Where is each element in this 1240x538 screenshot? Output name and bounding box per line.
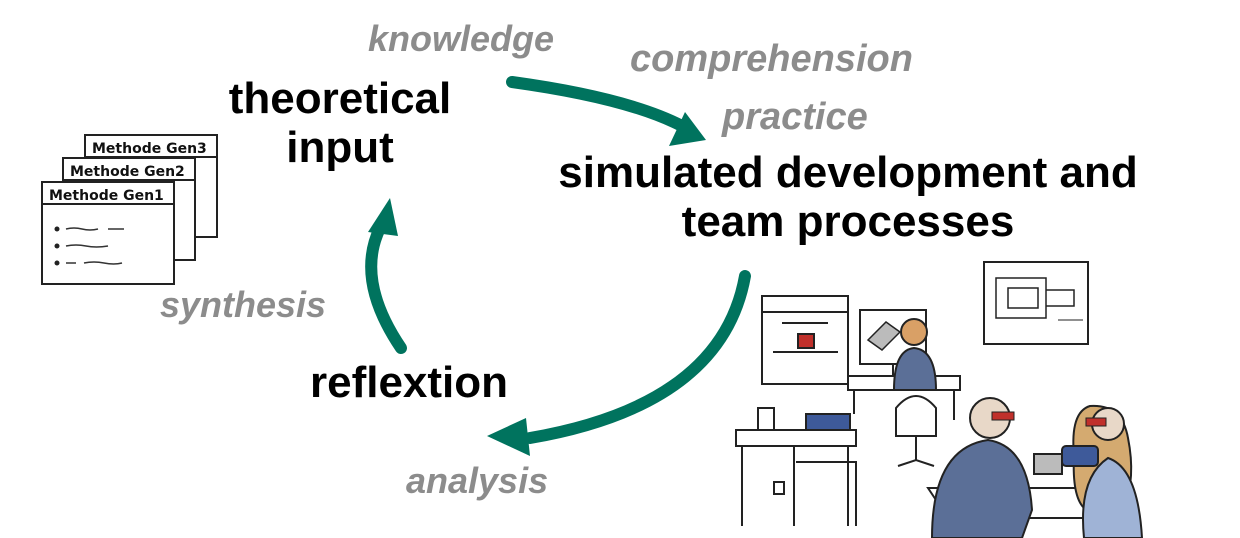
method-sheet-label-2: Methode Gen2: [70, 164, 185, 180]
stacked-document-icon: [41, 134, 218, 285]
woman-torso: [1082, 456, 1144, 538]
workshop-illustration: [735, 261, 1144, 538]
arrowhead-practice: [669, 112, 706, 146]
drill-in-hand: [1061, 445, 1099, 467]
man-torso: [930, 438, 1034, 538]
test-bench: [735, 429, 857, 526]
arrowhead-theory: [368, 198, 398, 236]
practice-term: practice: [722, 96, 868, 138]
reflextion-label: reflextion: [309, 358, 509, 407]
technical-drawing: [983, 261, 1089, 345]
method-sheet-label-3: Methode Gen3: [92, 141, 207, 157]
knowledge-term: knowledge: [368, 18, 555, 59]
analysis-term: analysis: [406, 460, 549, 501]
arrow-reflection-to-theory: [365, 222, 407, 354]
arrow-theory-to-practice: [506, 76, 688, 132]
simulated-development-label: simulated development and team processes: [558, 148, 1138, 247]
comprehension-term: comprehension: [630, 38, 913, 80]
method-sheet-label-1: Methode Gen1: [49, 188, 164, 204]
arrowhead-reflection: [487, 418, 530, 456]
arrow-practice-to-reflection: [524, 270, 751, 444]
synthesis-term: synthesis: [160, 284, 327, 325]
office-chair: [895, 395, 937, 467]
theoretical-input-label: theoretical input: [228, 74, 452, 173]
